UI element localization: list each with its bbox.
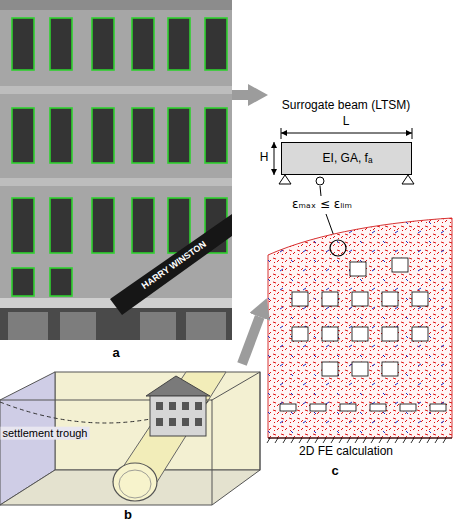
fixed-support <box>267 438 446 443</box>
support-symbol <box>402 175 414 184</box>
panel-caption: 2D FE calculation <box>299 445 393 459</box>
beam-annotations <box>274 128 414 239</box>
sign-text: HARRY WINSTON <box>140 239 208 291</box>
fe-mesh-fill <box>268 218 452 438</box>
panel-letter: a <box>112 346 119 361</box>
cornice <box>0 86 232 94</box>
cornice <box>0 178 232 186</box>
block-arrow <box>232 90 248 100</box>
strain-point <box>330 240 346 256</box>
panel-title: Surrogate beam (LTSM) <box>282 99 411 113</box>
leader-line <box>320 186 321 196</box>
tunnel-lining <box>119 470 151 498</box>
beam-properties: EI, GA, fₐ <box>323 152 373 166</box>
dimension-label: H <box>260 151 269 165</box>
dimension-line <box>274 142 275 175</box>
building-icon <box>146 376 210 436</box>
dimension-label: L <box>343 115 350 129</box>
panel-letter: c <box>331 464 338 479</box>
soil-block <box>0 372 260 505</box>
tunnel-face <box>113 463 157 501</box>
fe-mesh <box>267 218 452 443</box>
annotation-label: settlement trough <box>1 427 90 440</box>
support-symbol <box>279 175 291 184</box>
box-edge <box>212 372 260 400</box>
fixed-support <box>268 438 452 439</box>
block-arrow <box>242 317 260 364</box>
shop-windows <box>8 312 226 340</box>
fe-domain <box>268 218 452 438</box>
window-outlines <box>12 18 227 296</box>
strain-criterion: εₘₐₓ ≤ εₗᵢₘ <box>290 198 354 212</box>
storefront <box>0 308 232 340</box>
shop-sign <box>110 214 232 315</box>
dimension-line <box>281 133 412 134</box>
panel: a <box>0 0 232 362</box>
strain-point <box>316 177 324 185</box>
box-edge <box>260 372 261 470</box>
fe-openings <box>280 258 446 411</box>
cornice <box>0 0 232 10</box>
facade-photo <box>0 0 232 340</box>
dimension-tick <box>412 128 413 139</box>
panel-letter: b <box>124 508 132 523</box>
box-edge <box>212 400 213 505</box>
dimension-tick <box>281 128 282 139</box>
beam-box: EI, GA, fₐ <box>281 142 412 175</box>
panel: EI, GA, fₐ c <box>266 86 455 480</box>
fe-mesh-fill <box>268 218 452 438</box>
panel: b <box>0 364 262 523</box>
